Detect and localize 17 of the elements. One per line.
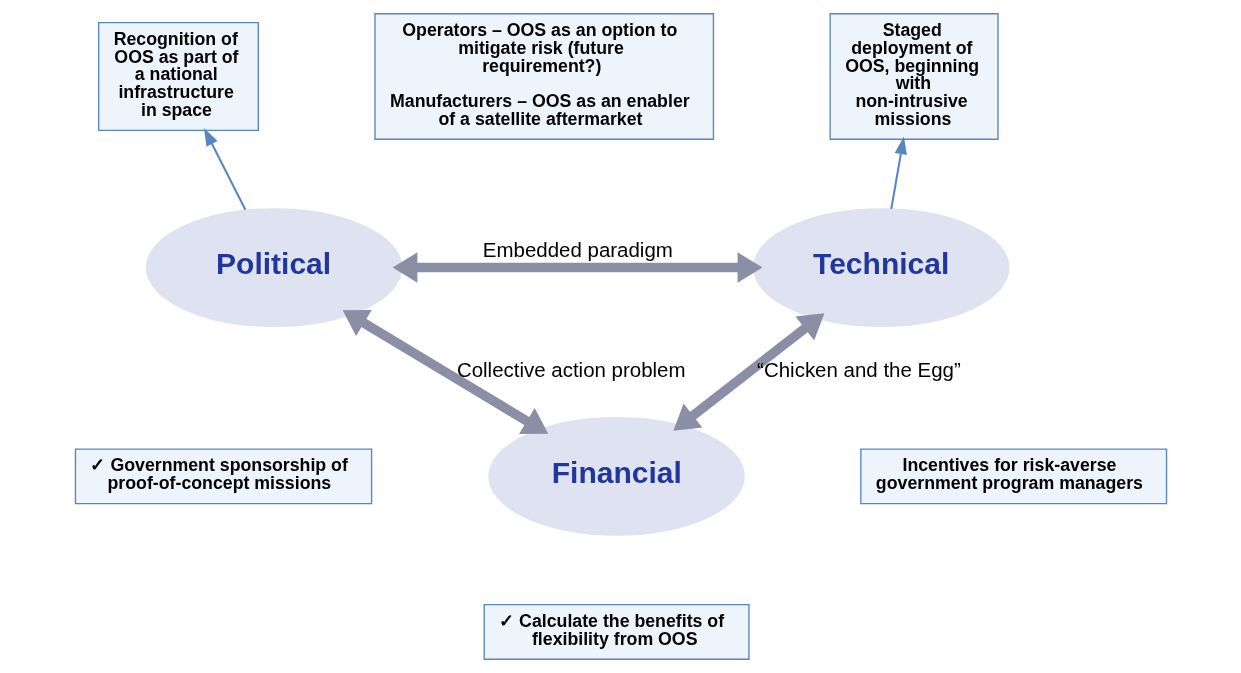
- edge-label: “Chicken and the Egg”: [756, 357, 961, 381]
- node-ellipse: Political: [145, 208, 402, 327]
- node-box: Incentives for risk-averse government program managers: [859, 448, 1167, 505]
- arrow: [672, 313, 824, 431]
- arrow: [342, 310, 548, 435]
- node-ellipse: Technical: [752, 208, 1010, 327]
- node-box: Recognition of OOS as part of a national infrastructure in space: [97, 21, 259, 132]
- edge-label: Embedded paradigm: [482, 237, 673, 261]
- arrow: [203, 128, 246, 211]
- arrow: [392, 252, 762, 283]
- edge-label: Collective action problem: [456, 357, 686, 381]
- node-box: ✓ Calculate the benefits of flexibility from OOS: [483, 604, 750, 660]
- node-box: ✓ Government sponsorship of proof-of-concept missions: [74, 448, 372, 505]
- node-box: Operators – OOS as an option to mitigate risk (future requirement?) Manufacturers – OOS as an enabler of a satellite aftermarket: [373, 13, 714, 140]
- node-box: Staged deployment of OOS, beginning with non-intrusive missions: [828, 13, 999, 140]
- arrow: [889, 136, 907, 210]
- node-ellipse: Financial: [487, 417, 745, 536]
